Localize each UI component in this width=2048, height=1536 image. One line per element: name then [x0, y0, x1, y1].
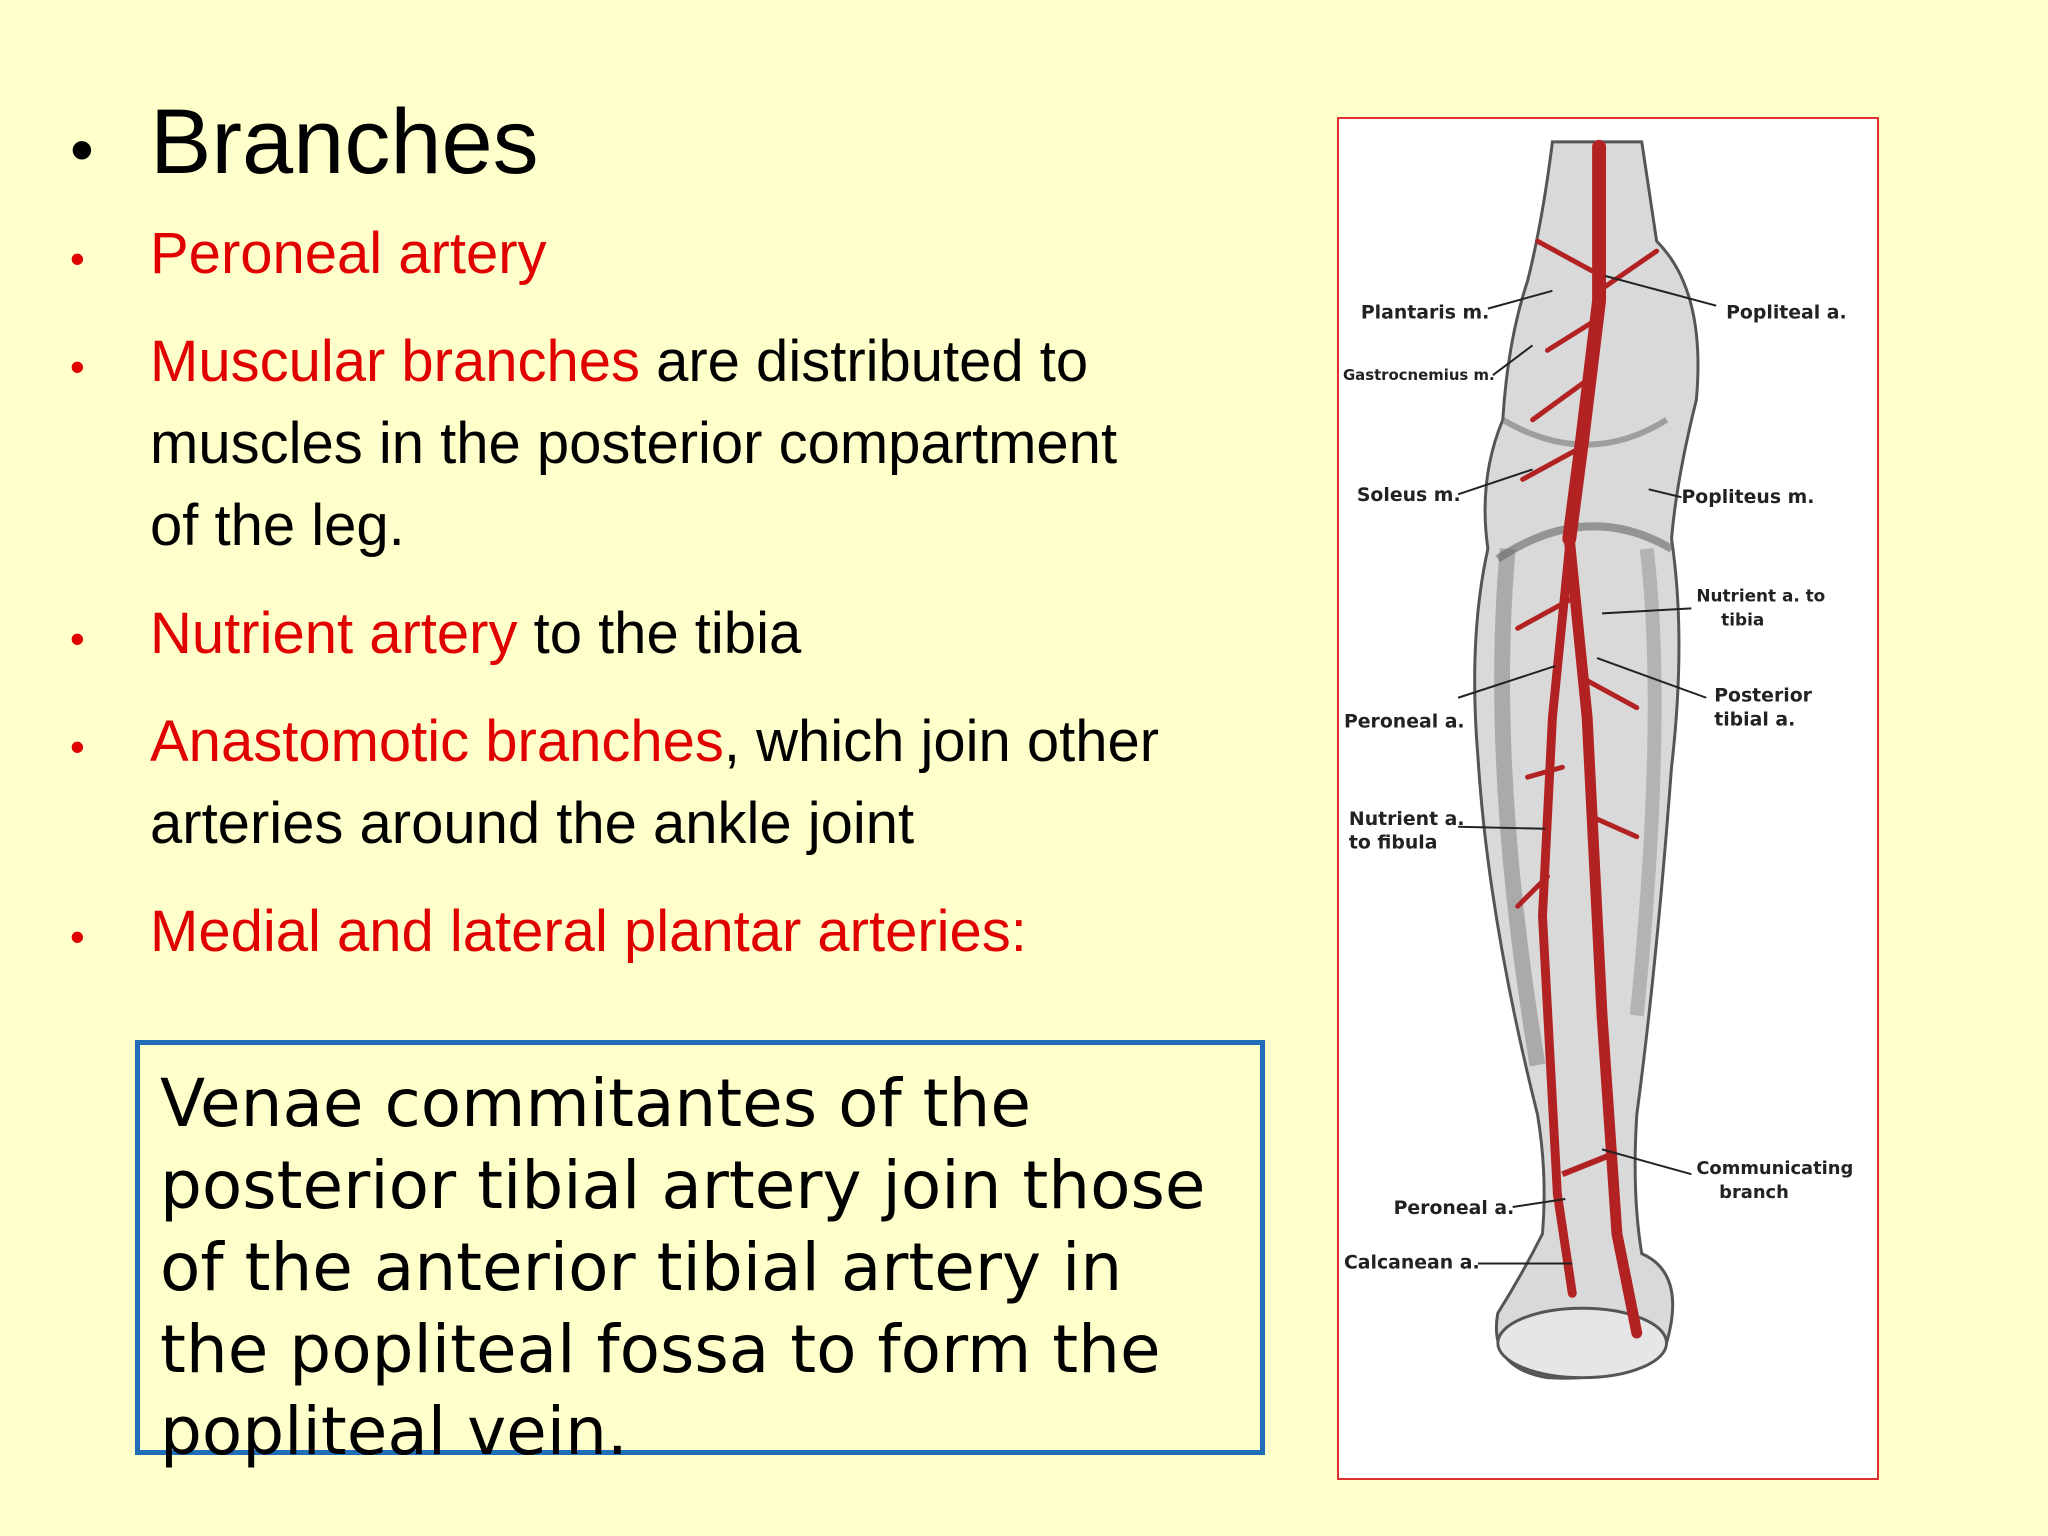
label-communicating-2: branch — [1719, 1182, 1789, 1203]
label-peroneal-lower: Peroneal a. — [1394, 1198, 1515, 1219]
bullet-dot: • — [70, 913, 85, 960]
label-nutrient-tibia-1: Nutrient a. to — [1696, 585, 1825, 605]
label-soleus: Soleus m. — [1357, 485, 1461, 506]
bullet-dot: • — [70, 615, 85, 662]
artery-branch — [1515, 238, 1660, 909]
slide-heading: Branches — [150, 91, 539, 193]
bullet-text: Medial and lateral plantar arteries: — [150, 891, 1230, 973]
popliteal-artery — [1562, 139, 1607, 546]
bullet-rest: are distributed to muscles in the poster… — [150, 329, 1118, 558]
heading-row: • Branches — [70, 90, 1250, 195]
label-posterior-tibial-2: tibial a. — [1714, 710, 1795, 731]
heel — [1496, 1306, 1669, 1380]
bullet-item-peroneal: • Peroneal artery — [70, 213, 1250, 295]
label-nutrient-fibula-1: Nutrient a. — [1349, 809, 1465, 830]
leader-lines — [1457, 274, 1717, 1265]
bullet-highlight: Peroneal artery — [150, 221, 547, 286]
label-nutrient-fibula-2: to fibula — [1349, 833, 1438, 854]
label-popliteal-artery: Popliteal a. — [1726, 303, 1847, 324]
bullet-highlight: Medial and lateral plantar arteries: — [150, 899, 1027, 964]
bullet-dot: • — [70, 343, 85, 390]
callout-box: Venae commitantes of the posterior tibia… — [135, 1040, 1265, 1470]
bullet-list: • Branches • Peroneal artery • Muscular … — [70, 90, 1250, 999]
bullet-text: Anastomotic branches, which join other a… — [150, 701, 1210, 865]
label-nutrient-tibia-2: tibia — [1721, 609, 1764, 629]
bullet-rest: to the tibia — [517, 601, 802, 666]
bullet-dot: • — [70, 112, 94, 188]
label-plantaris: Plantaris m. — [1361, 303, 1489, 324]
anatomy-figure: Plantaris m. Popliteal a. Gastrocnemius … — [1337, 117, 1879, 1480]
bullet-item-anastomotic: • Anastomotic branches, which join other… — [70, 701, 1250, 865]
callout-text: Venae commitantes of the posterior tibia… — [160, 1065, 1206, 1470]
muscle-shading — [1495, 522, 1674, 563]
bullet-highlight: Nutrient artery — [150, 601, 518, 666]
bullet-highlight: Anastomotic branches — [150, 709, 724, 774]
label-peroneal-upper: Peroneal a. — [1344, 712, 1465, 733]
bullet-dot: • — [70, 723, 85, 770]
bullet-rest: , which join other arteries around the a… — [150, 709, 1160, 856]
bullet-item-plantar: • Medial and lateral plantar arteries: — [70, 891, 1250, 973]
peroneal-artery — [1538, 544, 1577, 1298]
label-communicating-1: Communicating — [1696, 1158, 1853, 1179]
bullet-item-muscular: • Muscular branches are distributed to m… — [70, 321, 1250, 567]
bullet-item-nutrient: • Nutrient artery to the tibia — [70, 593, 1250, 675]
bullet-text: Nutrient artery to the tibia — [150, 593, 1230, 675]
communicating-branch — [1561, 1151, 1614, 1177]
label-posterior-tibial-1: Posterior — [1714, 686, 1812, 707]
leg-illustration: Plantaris m. Popliteal a. Gastrocnemius … — [1343, 139, 1853, 1380]
muscle-shading — [1629, 548, 1662, 1017]
bullet-highlight: Muscular branches — [150, 329, 640, 394]
bullet-dot: • — [70, 235, 85, 282]
label-popliteus: Popliteus m. — [1681, 487, 1814, 508]
label-calcanean: Calcanean a. — [1344, 1253, 1480, 1274]
bullet-text: Muscular branches are distributed to mus… — [150, 321, 1150, 567]
label-gastrocnemius: Gastrocnemius m. — [1343, 366, 1495, 384]
bullet-text: Peroneal artery — [150, 213, 1230, 295]
posterior-tibial-artery — [1563, 533, 1643, 1339]
muscle-shading — [1494, 548, 1546, 1067]
